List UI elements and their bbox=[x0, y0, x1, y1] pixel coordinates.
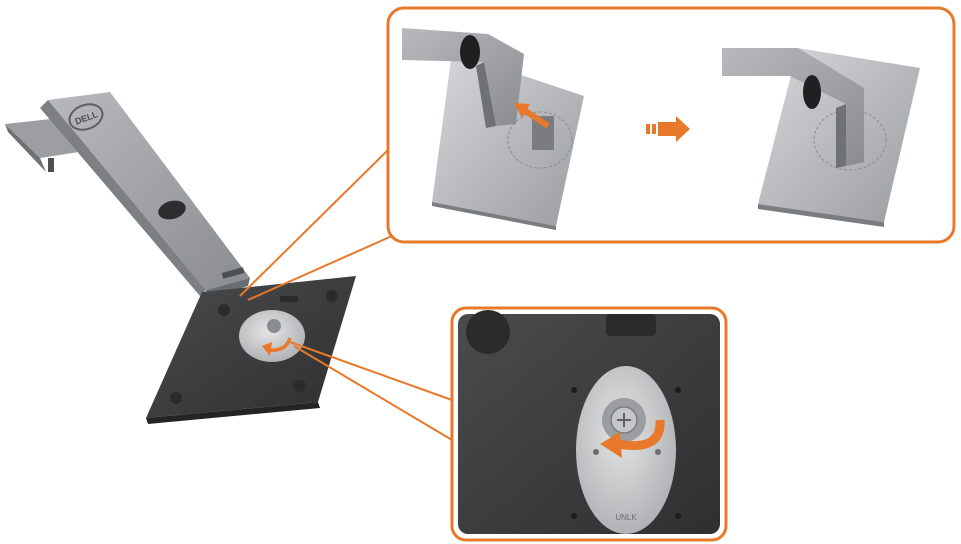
step1-mount-circle bbox=[507, 111, 573, 169]
rotate-arrow-shaft bbox=[617, 419, 665, 451]
riser-bracket bbox=[5, 118, 92, 158]
callout-line-bottom-b bbox=[293, 345, 453, 441]
closeup-plate-pin bbox=[593, 449, 599, 455]
base-slot bbox=[280, 296, 298, 302]
step-insert bbox=[402, 28, 584, 230]
callout-line-top-b bbox=[247, 235, 393, 301]
step-arrow-dash bbox=[646, 124, 650, 134]
small-rotate-arrowhead-icon bbox=[262, 342, 272, 356]
step1-riser-edge bbox=[476, 62, 496, 128]
base-foot bbox=[170, 392, 182, 404]
closeup-slot bbox=[606, 314, 656, 336]
step-attached bbox=[722, 48, 920, 227]
callout-box-attach bbox=[386, 6, 956, 244]
step-arrow-dash bbox=[652, 124, 656, 134]
base-foot bbox=[218, 304, 230, 316]
step2-riser bbox=[722, 48, 864, 166]
riser-foot bbox=[48, 158, 54, 172]
insert-arrow-shaft bbox=[522, 107, 550, 129]
closeup-hole bbox=[571, 513, 577, 519]
closeup-hole bbox=[675, 513, 681, 519]
riser-hook bbox=[221, 267, 245, 279]
right-arrow-icon bbox=[676, 116, 690, 142]
step1-riser-hole bbox=[460, 35, 480, 69]
step1-riser bbox=[402, 28, 524, 126]
riser-bracket-edge bbox=[5, 124, 46, 172]
base-screw bbox=[267, 319, 281, 333]
base-mount-disc bbox=[239, 310, 305, 362]
step2-riser-hole bbox=[803, 75, 821, 109]
stand-riser: DELL bbox=[5, 92, 250, 298]
riser-arm-edge bbox=[40, 100, 206, 296]
callout-line-top-a bbox=[239, 149, 389, 297]
closeup-plate-pin bbox=[655, 449, 661, 455]
stand-base bbox=[146, 276, 356, 424]
closeup-mount-plate bbox=[576, 366, 676, 534]
rotate-clockwise-icon bbox=[600, 432, 622, 458]
cable-hole bbox=[158, 200, 186, 220]
closeup-hole bbox=[571, 387, 577, 393]
step1-base-edge bbox=[432, 202, 556, 230]
unlock-label: UNLK bbox=[615, 513, 637, 522]
riser-arm bbox=[48, 92, 250, 290]
small-rotate-arrow-icon bbox=[267, 337, 292, 352]
base-foot bbox=[326, 290, 338, 302]
step-arrow-body bbox=[658, 122, 676, 136]
closeup-hole bbox=[675, 387, 681, 393]
dell-logo-icon bbox=[68, 103, 104, 131]
step2-riser-edge bbox=[836, 104, 846, 168]
base-plate-edge bbox=[146, 402, 320, 424]
step-arrow bbox=[646, 116, 690, 142]
closeup-foot bbox=[466, 310, 510, 354]
callout-box-screw: UNLK bbox=[450, 306, 728, 542]
callout-line-bottom-a bbox=[289, 341, 453, 401]
insert-arrow-icon bbox=[514, 103, 530, 118]
base-foot bbox=[294, 380, 306, 392]
step2-base-edge bbox=[758, 204, 884, 227]
callout-lines bbox=[239, 149, 453, 441]
